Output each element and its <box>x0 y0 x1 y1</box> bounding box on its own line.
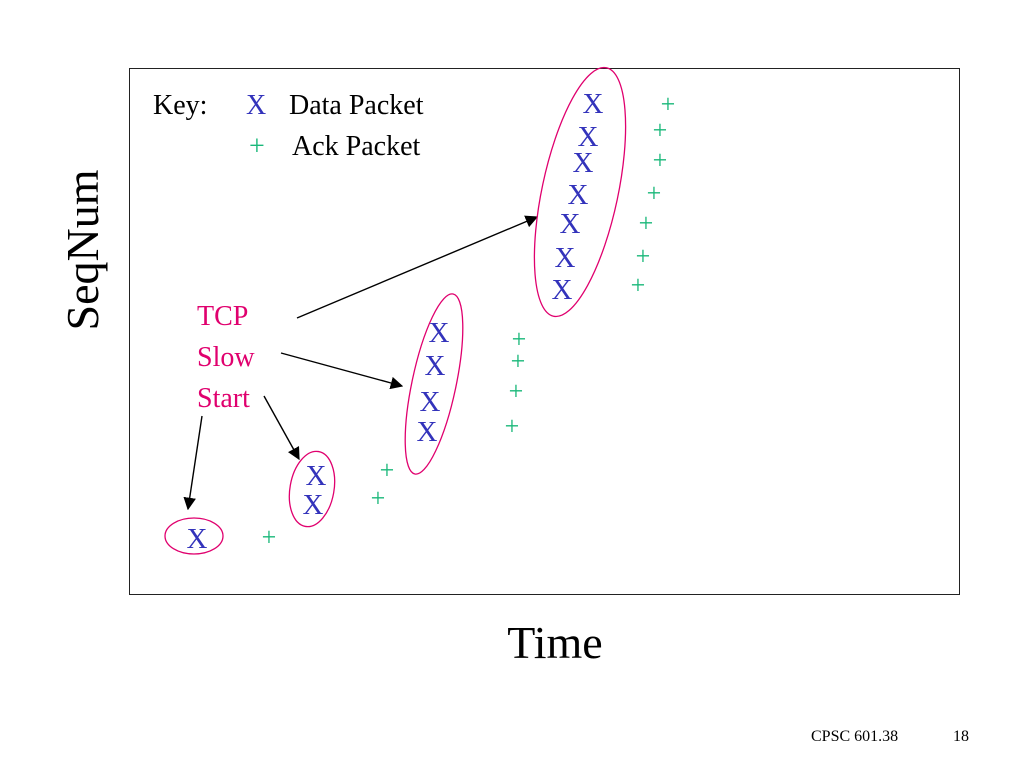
data-packet-mark: X <box>306 460 327 492</box>
x-axis-label: Time <box>507 617 603 668</box>
slow-start-arrow-round-3 <box>280 352 404 390</box>
slow-start-arrow-round-2 <box>263 395 300 461</box>
footer-course-code: CPSC 601.38 <box>811 728 899 745</box>
data-packet-mark: X <box>420 386 441 418</box>
slow-start-arrow-round-1 <box>183 415 203 511</box>
data-packet-mark: X <box>555 242 576 274</box>
ack-packet-mark: + <box>661 90 676 119</box>
footer-page-number: 18 <box>953 728 969 745</box>
data-packet-mark: X <box>578 121 599 153</box>
annotation-arrows <box>183 215 539 511</box>
ack-packet-mark: + <box>631 271 646 300</box>
data-packet-mark: X <box>187 523 208 555</box>
ack-packet-mark: + <box>639 209 654 238</box>
round-3-outline <box>404 293 464 475</box>
ack-packet-mark: + <box>636 242 651 271</box>
data-packet-mark: X <box>425 350 446 382</box>
data-packet-mark: X <box>417 416 438 448</box>
ack-packet-mark: + <box>371 484 386 513</box>
annotation-line-slow: Slow <box>197 342 255 373</box>
data-packet-mark: X <box>583 88 604 120</box>
round-outlines <box>164 66 627 555</box>
ack-packet-mark: + <box>653 116 668 145</box>
data-packet-mark: X <box>560 208 581 240</box>
ack-packet-mark: + <box>511 347 526 376</box>
data-packet-mark: X <box>573 147 594 179</box>
data-packet-mark: X <box>303 489 324 521</box>
key-data-packet-symbol: X <box>246 90 267 121</box>
key-title: Key: <box>153 90 208 121</box>
round-4-outline <box>533 66 627 318</box>
annotation-line-tcp: TCP <box>197 301 249 332</box>
round-1-outline <box>164 517 224 555</box>
round-2-outline <box>288 450 336 528</box>
ack-packet-mark: + <box>647 179 662 208</box>
plot-frame <box>129 68 960 595</box>
annotation-line-start: Start <box>197 383 250 414</box>
ack-packet-mark: + <box>380 456 395 485</box>
data-packet-mark: X <box>568 179 589 211</box>
data-packet-mark: X <box>429 317 450 349</box>
key-data-packet-label: Data Packet <box>289 90 424 121</box>
ack-packet-mark: + <box>509 377 524 406</box>
data-packet-mark: X <box>552 274 573 306</box>
key-ack-packet-label: Ack Packet <box>292 131 421 162</box>
key-ack-packet-symbol: + <box>249 131 265 162</box>
ack-packet-mark: + <box>262 523 277 552</box>
ack-packet-mark: + <box>653 146 668 175</box>
ack-packet-mark: + <box>512 325 527 354</box>
y-axis-label: SeqNum <box>57 169 108 331</box>
ack-packet-mark: + <box>505 412 520 441</box>
slow-start-arrow-round-4 <box>296 215 539 319</box>
